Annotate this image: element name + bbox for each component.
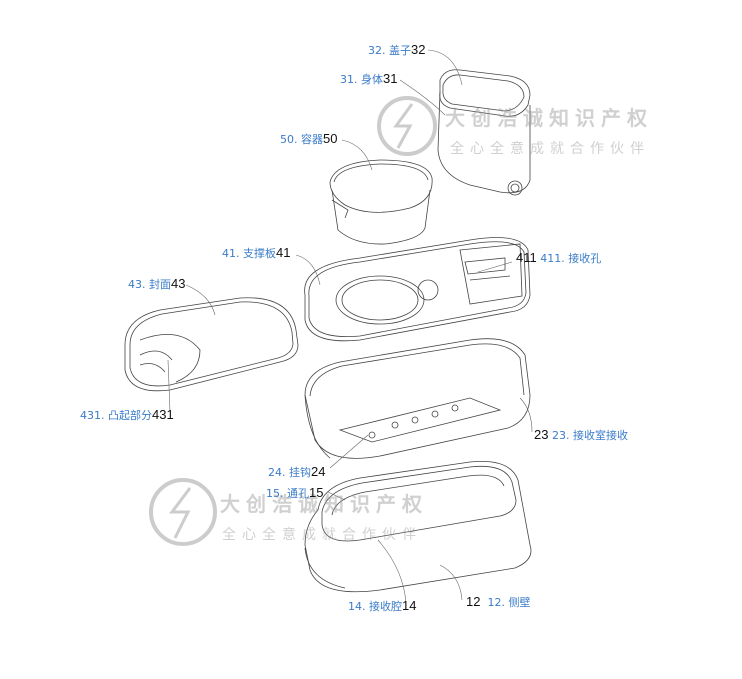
label-text: 411. 接收孔 (540, 252, 602, 265)
label-through-hole: 15. 通孔15 (266, 486, 323, 501)
leader-lines (167, 49, 533, 605)
watermark-logo-top (377, 96, 437, 156)
label-container: 50. 容器50 (280, 132, 337, 147)
label-number: 31 (383, 71, 398, 86)
label-hook: 24. 挂钩24 (268, 465, 325, 480)
label-number: 41 (276, 245, 291, 260)
label-number: 32 (411, 42, 426, 57)
label-body: 31. 身体31 (340, 72, 397, 87)
label-number: 24 (311, 464, 326, 479)
label-number: 431 (152, 407, 174, 422)
watermark-slogan-top: 全心全意成就合作伙伴 (450, 141, 650, 157)
label-text: 431. 凸起部分 (80, 409, 152, 422)
label-text: 41. 支撑板 (222, 247, 276, 260)
label-support-plate: 41. 支撑板41 (222, 246, 290, 261)
receiving-chamber-part (304, 338, 531, 459)
label-lid: 32. 盖子32 (368, 43, 425, 58)
label-text: 43. 封面 (128, 278, 171, 291)
label-number: 12 (466, 594, 481, 609)
label-receiving-chamber: 23 23. 接收室接收 (534, 428, 628, 443)
label-receiving-hole: 411 411. 接收孔 (516, 251, 601, 266)
label-number: 14 (402, 598, 417, 613)
label-number: 23 (534, 427, 549, 442)
label-text: 31. 身体 (340, 73, 383, 86)
label-side-wall: 12 12. 侧壁 (466, 595, 530, 610)
watermark-name-bottom: 大创浩诚知识产权 (220, 492, 428, 516)
label-text: 32. 盖子 (368, 44, 411, 57)
label-number: 411 (516, 250, 537, 265)
label-text: 23. 接收室接收 (551, 429, 628, 442)
label-text: 12. 侧壁 (487, 596, 531, 609)
label-receiving-cavity: 14. 接收腔14 (348, 599, 416, 614)
watermark-logo-bottom (149, 478, 217, 546)
label-number: 15 (309, 485, 324, 500)
support-plate-part (304, 237, 531, 342)
label-cover: 43. 封面43 (128, 277, 185, 292)
watermark-name-top: 大创浩诚知识产权 (445, 106, 653, 130)
label-text: 50. 容器 (280, 133, 323, 146)
label-text: 14. 接收腔 (348, 600, 402, 613)
body-with-lid-part (437, 69, 531, 196)
label-number: 50 (323, 131, 338, 146)
container-part (329, 159, 433, 245)
label-text: 15. 通孔 (266, 487, 309, 500)
watermark-slogan-bottom: 全心全意成就合作伙伴 (222, 527, 422, 543)
base-part (304, 461, 532, 593)
cover-part (124, 297, 299, 392)
label-raised-part: 431. 凸起部分431 (80, 408, 174, 423)
label-number: 43 (171, 276, 186, 291)
label-text: 24. 挂钩 (268, 466, 311, 479)
